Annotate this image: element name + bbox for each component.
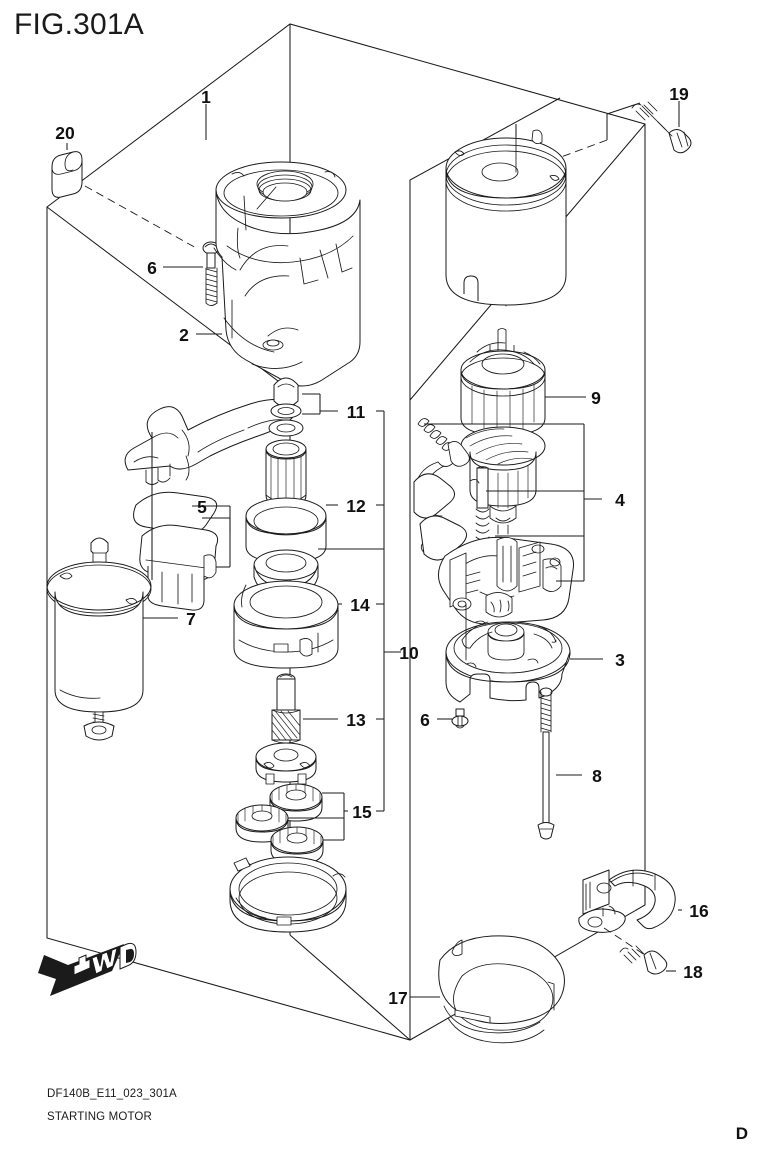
dash-19-to-yoke [560, 139, 608, 158]
callout-14: 14 [350, 595, 370, 615]
part-6-bolt-upper [163, 241, 220, 306]
part-4-brush-holder [413, 418, 602, 625]
callout-18: 18 [683, 962, 703, 982]
brush-spring-upper [417, 418, 454, 451]
part-16-clamp [578, 869, 682, 933]
callout-6-lower: 6 [420, 710, 430, 730]
part-9-armature [460, 328, 586, 535]
part-20-bushing [51, 143, 83, 198]
part-6-bolt-lower [437, 708, 469, 729]
page-title: FIG.301A [14, 8, 144, 41]
callout-8: 8 [592, 766, 602, 786]
callout-10: 10 [399, 643, 419, 663]
part-5-terminal-covers [124, 398, 297, 611]
part-2-motor-housing [196, 161, 361, 387]
callout-20: 20 [55, 123, 75, 143]
callout-5: 5 [197, 497, 207, 517]
callout-3: 3 [615, 650, 625, 670]
part-10-group-bracket [376, 410, 401, 812]
callout-1: 1 [201, 87, 211, 107]
callout-13: 13 [346, 710, 366, 730]
part-14-clutch-housing [233, 548, 384, 669]
part-7-ptt-motor [46, 537, 178, 741]
callout-7: 7 [186, 609, 196, 629]
part-15-planetary-gears [235, 783, 348, 865]
part-12-pinion-gear [245, 439, 338, 563]
motor-yoke-case [445, 124, 567, 307]
callout-6-upper: 6 [147, 258, 157, 278]
callout-17: 17 [388, 988, 407, 1008]
helical-teeth [271, 710, 301, 741]
ring-gear-housing [229, 856, 347, 933]
callout-4: 4 [615, 490, 625, 510]
fwd-arrow-marker [38, 942, 137, 996]
part-13-drive-shaft [255, 673, 338, 785]
dash-16-to-18 [603, 927, 646, 956]
dash-20-to-6 [84, 185, 199, 250]
part-18-clamp-bolt [619, 945, 676, 975]
callout-2: 2 [179, 325, 189, 345]
part-11-cap-and-rings [268, 377, 338, 437]
callout-16: 16 [689, 901, 709, 921]
callout-12: 12 [346, 496, 366, 516]
callout-9: 9 [591, 388, 601, 408]
footer-figure-name: STARTING MOTOR [47, 1111, 152, 1123]
callout-11: 11 [347, 402, 366, 422]
part-17-rubber-band [410, 935, 565, 1044]
part-3-end-frame [445, 603, 603, 703]
callout-numbers: 1 2 3 4 5 6 7 8 9 10 11 12 13 14 15 16 1… [55, 84, 709, 1008]
assembly-frame-inner [409, 97, 561, 400]
part-8-through-bolt [537, 687, 582, 840]
callout-15: 15 [352, 802, 372, 822]
footer-code: DF140B_E11_023_301A [47, 1088, 177, 1100]
callout-19: 19 [669, 84, 689, 104]
page-letter: D [735, 1124, 748, 1143]
part-19-yoke-bolt [606, 101, 692, 154]
